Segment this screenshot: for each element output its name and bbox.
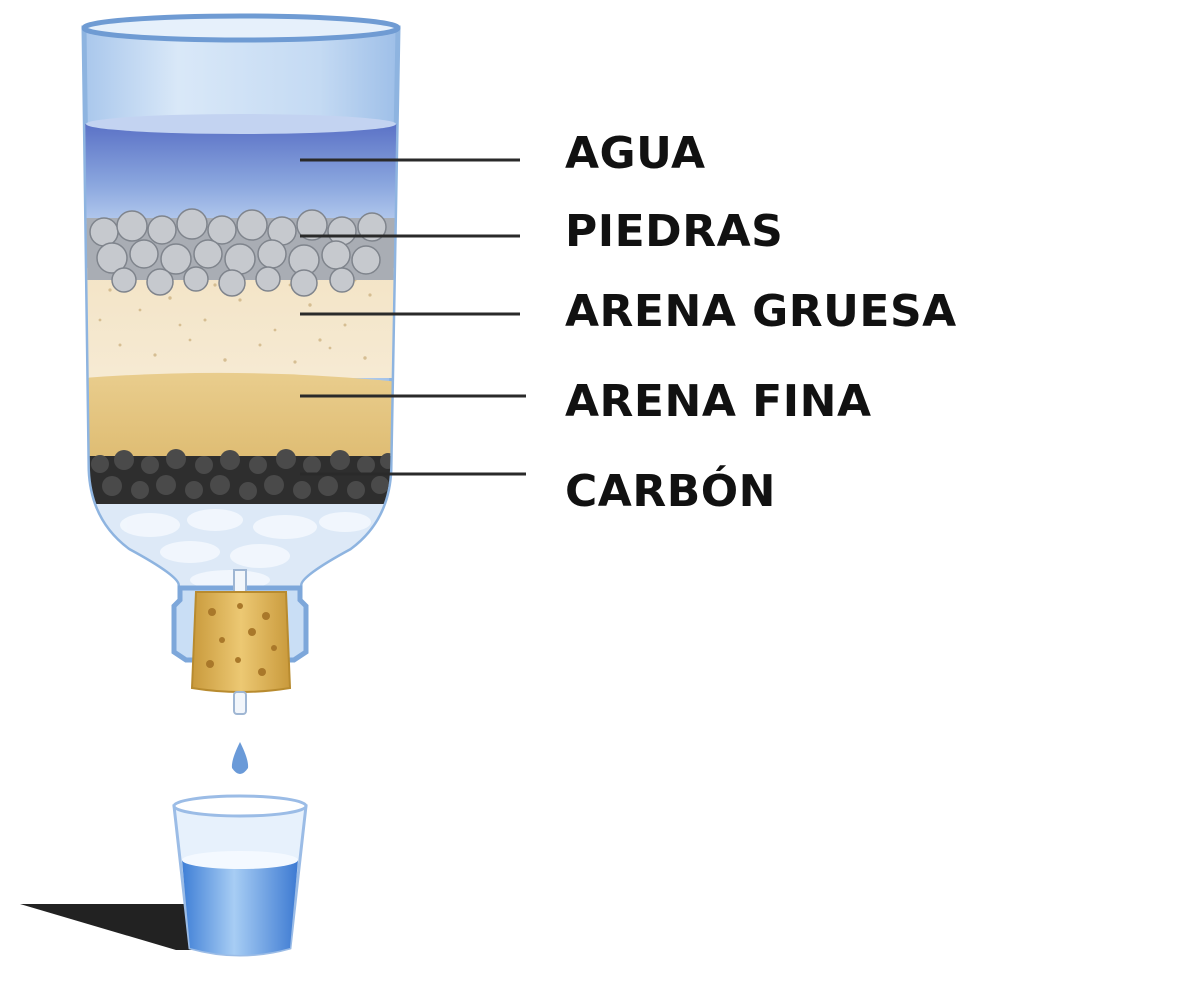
water-drop xyxy=(231,742,249,774)
label-agua: AGUA xyxy=(565,128,706,179)
drip-spout xyxy=(233,691,247,715)
stones-layer xyxy=(84,208,398,297)
drinking-glass xyxy=(172,794,308,957)
label-arena-fina: ARENA FINA xyxy=(565,376,872,427)
charcoal-layer xyxy=(84,449,398,504)
cup-shadow xyxy=(20,904,202,950)
water-layer xyxy=(84,114,398,224)
label-piedras: PIEDRAS xyxy=(565,206,784,257)
label-arena-gruesa: ARENA GRUESA xyxy=(565,286,957,337)
cork-stopper xyxy=(190,591,292,693)
label-carbon: CARBÓN xyxy=(565,466,776,517)
fine-sand-layer xyxy=(84,372,398,456)
leader-lines xyxy=(300,158,526,476)
